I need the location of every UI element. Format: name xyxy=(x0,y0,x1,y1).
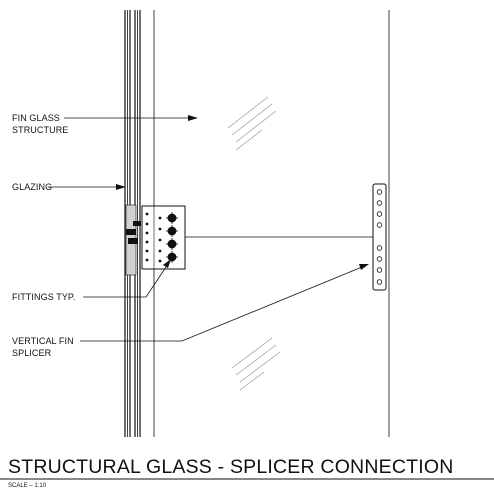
label-fittings: FITTINGS TYP. xyxy=(12,292,75,302)
drawing-title: STRUCTURAL GLASS - SPLICER CONNECTION xyxy=(8,456,454,478)
label-fin-glass-line2: STRUCTURE xyxy=(12,125,68,135)
drawing-scale: SCALE – 1:10 xyxy=(8,483,47,489)
label-vertical-fin-line1: VERTICAL FIN xyxy=(12,336,74,346)
leader-fin-glass xyxy=(64,115,198,121)
glass-reflection-hatch-lower xyxy=(231,337,281,391)
glass-reflection-hatch-upper xyxy=(227,96,277,151)
label-vertical-fin-line2: SPLICER xyxy=(12,348,52,358)
label-glazing: GLAZING xyxy=(12,182,52,192)
leader-vertical-fin-splicer xyxy=(80,264,369,342)
splicer-plate-right xyxy=(372,183,387,291)
leader-glazing xyxy=(48,184,126,190)
label-fin-glass-line1: FIN GLASS xyxy=(12,113,60,123)
splicer-fitting-left xyxy=(125,204,186,276)
leader-fittings xyxy=(83,259,171,298)
